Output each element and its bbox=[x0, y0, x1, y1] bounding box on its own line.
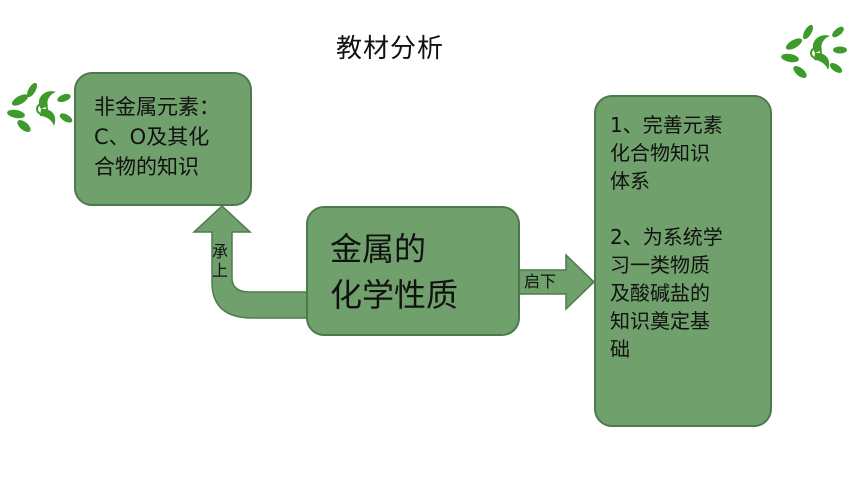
leaf-ornament-icon bbox=[781, 24, 847, 78]
right-box-line: 体系 bbox=[610, 169, 650, 193]
center-box-line: 金属的 bbox=[330, 230, 427, 268]
center-box-line: 化学性质 bbox=[330, 276, 459, 314]
right-box-line: 习一类物质 bbox=[610, 253, 710, 277]
arrow-right-label: 启下 bbox=[524, 272, 557, 291]
right-box-line: 及酸碱盐的 bbox=[610, 281, 710, 305]
arrow-up-label-line: 承 bbox=[211, 242, 228, 261]
arrow-right-shape bbox=[517, 253, 596, 311]
left-box-line: 非金属元素： bbox=[94, 95, 220, 119]
right-box-goals: 1、完善元素 化合物知识 体系 2、为系统学 习一类物质 及酸碱盐的 知识奠定基… bbox=[594, 95, 772, 427]
right-box-line: 1、完善元素 bbox=[610, 113, 723, 137]
right-box-line: 化合物知识 bbox=[610, 141, 710, 165]
page-title: 教材分析 bbox=[335, 34, 444, 64]
left-box-line: C、O及其化 bbox=[94, 125, 210, 149]
left-box-nonmetal: 非金属元素： C、O及其化 合物的知识 bbox=[74, 72, 252, 206]
arrow-up-label: 承 上 bbox=[211, 242, 229, 280]
left-box-line: 合物的知识 bbox=[94, 155, 199, 179]
arrow-up-label-line: 上 bbox=[211, 261, 228, 280]
right-box-line: 础 bbox=[610, 337, 630, 361]
right-box-line: 2、为系统学 bbox=[610, 225, 723, 249]
right-box-line: 知识奠定基 bbox=[610, 309, 710, 333]
arrow-up-turn-shape bbox=[192, 204, 309, 319]
leaf-ornament-icon bbox=[7, 82, 73, 132]
center-box-metal-properties: 金属的 化学性质 bbox=[306, 206, 520, 336]
